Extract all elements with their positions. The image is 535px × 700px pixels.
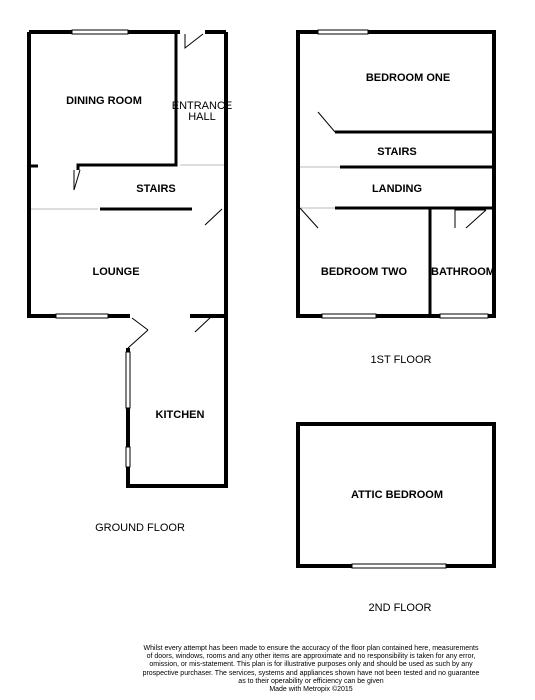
bathroom-window	[439, 313, 489, 319]
entrance-door-swing	[184, 33, 204, 50]
dining-window	[71, 29, 129, 35]
first-outer-wall	[296, 30, 496, 318]
first-windows	[317, 29, 489, 319]
room-label-bedroom-one: BEDROOM ONE	[366, 72, 450, 84]
room-label-stairs-first: STAIRS	[377, 146, 417, 158]
room-label-hall: HALL	[188, 111, 216, 123]
bedroom-two-door-swing	[299, 207, 319, 229]
room-label-bathroom: BATHROOM	[431, 266, 495, 278]
lounge-window	[55, 313, 109, 319]
floor-label-ground: GROUND FLOOR	[95, 522, 185, 534]
room-label-bedroom-two: BEDROOM TWO	[321, 266, 408, 278]
room-label-lounge: LOUNGE	[92, 266, 139, 278]
attic-window	[351, 563, 447, 569]
disclaimer-line: of doors, windows, rooms and any other i…	[146, 653, 476, 661]
disclaimer-line: prospective purchaser. The services, sys…	[142, 669, 480, 677]
kitchen-window-2	[125, 446, 131, 468]
first-floor-plan	[296, 30, 496, 318]
bedroom-one-door-swing	[317, 111, 336, 133]
kitchen-outer-wall	[126, 316, 228, 488]
floor-label-first: 1ST FLOOR	[371, 354, 432, 366]
disclaimer-line: omission, or mis-statement. This plan is…	[149, 661, 473, 669]
bedroom-two-window	[321, 313, 377, 319]
disclaimer: Whilst every attempt has been made to en…	[112, 645, 510, 694]
kitchen-door-swing	[194, 315, 213, 333]
room-label-attic-bedroom: ATTIC BEDROOM	[351, 489, 443, 501]
dining-door-swing	[73, 169, 81, 191]
disclaimer-credit: Made with Metropix ©2015	[269, 686, 353, 694]
room-label-dining-room: DINING ROOM	[66, 95, 142, 107]
second-windows	[351, 563, 447, 569]
kitchen-window-1	[125, 351, 131, 409]
room-label-entrance: ENTRANCE	[172, 100, 233, 112]
dining-room-wall	[76, 34, 178, 170]
disclaimer-line: Whilst every attempt has been made to en…	[143, 645, 479, 652]
room-label-stairs-ground: STAIRS	[136, 183, 176, 195]
bathroom-door-swing	[454, 209, 486, 228]
ground-outer-wall-right	[190, 32, 228, 318]
bathroom-door-swing-2	[465, 209, 487, 229]
lounge-door-swing	[204, 208, 223, 226]
floor-label-second: 2ND FLOOR	[369, 602, 432, 614]
room-label-kitchen: KITCHEN	[156, 409, 205, 421]
kitchen-door-swing-2	[131, 317, 149, 331]
kitchen-diag-wall	[127, 329, 149, 349]
disclaimer-line: as to their operability or efficiency ca…	[238, 677, 384, 685]
ground-windows	[29, 29, 131, 468]
bedroom-one-window	[317, 29, 369, 35]
room-label-landing: LANDING	[372, 183, 422, 195]
